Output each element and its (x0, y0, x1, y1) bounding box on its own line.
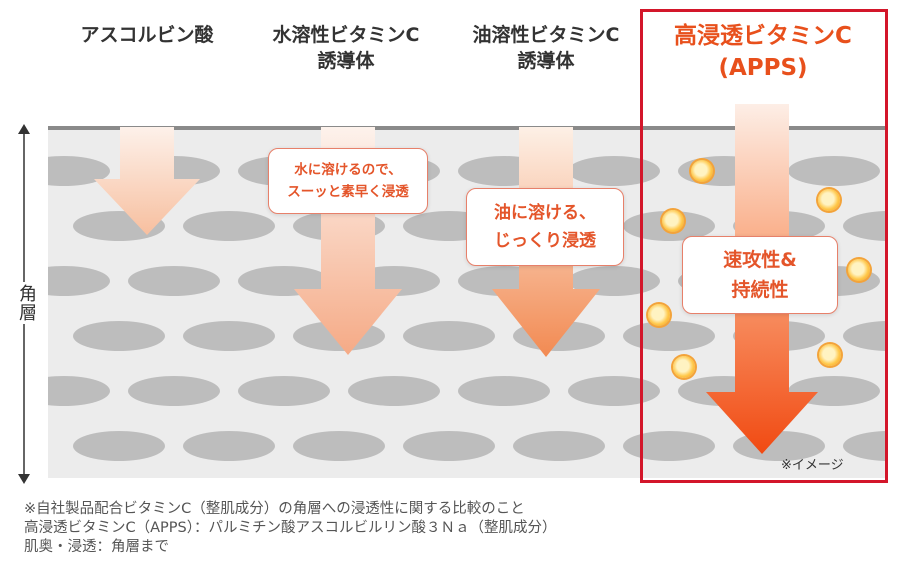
footnote-3: 肌奥・浸透：角層まで (24, 539, 169, 555)
skin-cell (48, 376, 110, 406)
skin-cell (48, 266, 110, 296)
particle (848, 259, 870, 281)
skin-cell (128, 376, 220, 406)
column-title-water-soluble: 水溶性ビタミンC 誘導体 (272, 24, 420, 72)
skin-cell (513, 431, 605, 461)
skin-cell (73, 321, 165, 351)
callout-water-soluble: 水に溶けるので、 スーッと素早く浸透 (268, 148, 428, 214)
column-title-apps: 高浸透ビタミンC (APPS) (674, 23, 852, 81)
skin-cell (623, 431, 715, 461)
skin-cell (183, 211, 275, 241)
skin-cell (183, 321, 275, 351)
skin-cell (238, 376, 330, 406)
skin-cell (403, 321, 495, 351)
particle (673, 356, 695, 378)
skin-cell (128, 266, 220, 296)
callout-oil-soluble: 油に溶ける、 じっくり浸透 (466, 188, 624, 266)
callout-apps: 速攻性& 持続性 (682, 236, 838, 314)
axis-label-stratum-corneum: 角層 (13, 282, 39, 324)
footnote-2: 高浸透ビタミンC（APPS）：パルミチン酸アスコルビルリン酸３Ｎａ（整肌成分） (24, 520, 557, 536)
skin-cell (73, 431, 165, 461)
particle (662, 210, 684, 232)
skin-cell (458, 376, 550, 406)
skin-cell (623, 321, 715, 351)
apps-highlight-frame (640, 9, 888, 483)
skin-cell (568, 156, 660, 186)
skin-cell (403, 431, 495, 461)
column-title-ascorbic-acid: アスコルビン酸 (80, 24, 214, 46)
arrow-ascorbic-acid (94, 127, 200, 235)
skin-cell (568, 376, 660, 406)
skin-cell (788, 156, 880, 186)
particle (819, 344, 841, 366)
particle (818, 189, 840, 211)
footnote-1: ※自社製品配合ビタミンC（整肌成分）の角層への浸透性に関する比較のこと (24, 501, 525, 517)
column-title-oil-soluble: 油溶性ビタミンC 誘導体 (472, 24, 620, 72)
particle (648, 304, 670, 326)
skin-cell (348, 376, 440, 406)
image-note: ※イメージ (781, 458, 844, 473)
skin-cell (293, 431, 385, 461)
skin-cell (183, 431, 275, 461)
particle (691, 160, 713, 182)
